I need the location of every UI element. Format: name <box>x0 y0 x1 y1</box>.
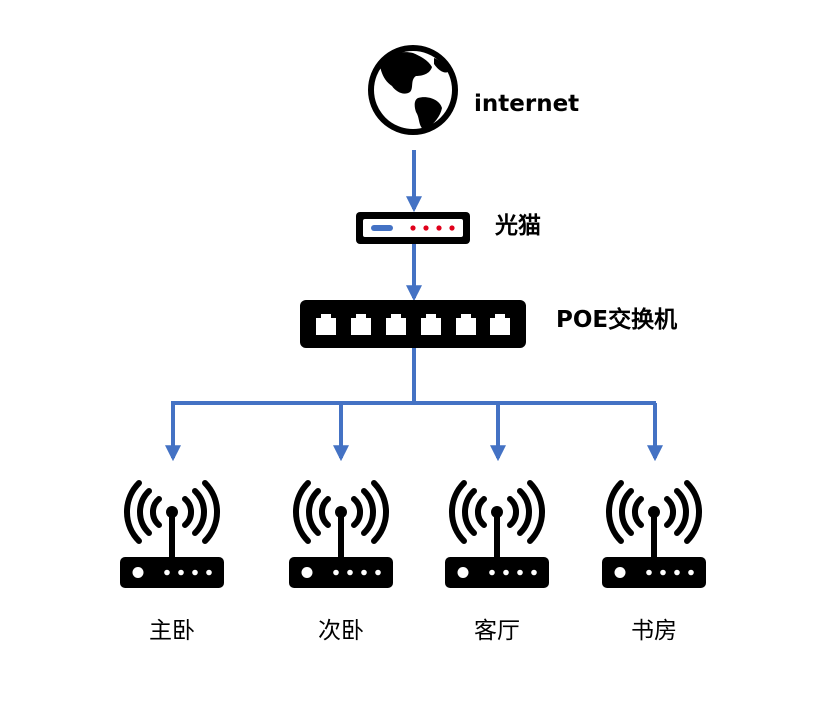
switch-label: POE交换机 <box>556 307 678 333</box>
connector-lines <box>165 150 663 462</box>
ap-label-master-bedroom: 主卧 <box>149 618 195 644</box>
ap-label-second-bedroom: 次卧 <box>318 618 364 644</box>
optical-modem-icon <box>356 212 470 244</box>
poe-switch-icon <box>300 300 526 348</box>
wireless-ap-icon <box>120 483 224 588</box>
internet-label: internet <box>474 91 580 117</box>
modem-label: 光猫 <box>495 213 541 239</box>
wireless-ap-icon <box>445 483 549 588</box>
wireless-ap-icon <box>602 483 706 588</box>
wireless-ap-icon <box>289 483 393 588</box>
ap-label-study: 书房 <box>631 618 677 644</box>
ap-label-living-room: 客厅 <box>474 618 520 644</box>
globe-icon <box>368 45 458 135</box>
